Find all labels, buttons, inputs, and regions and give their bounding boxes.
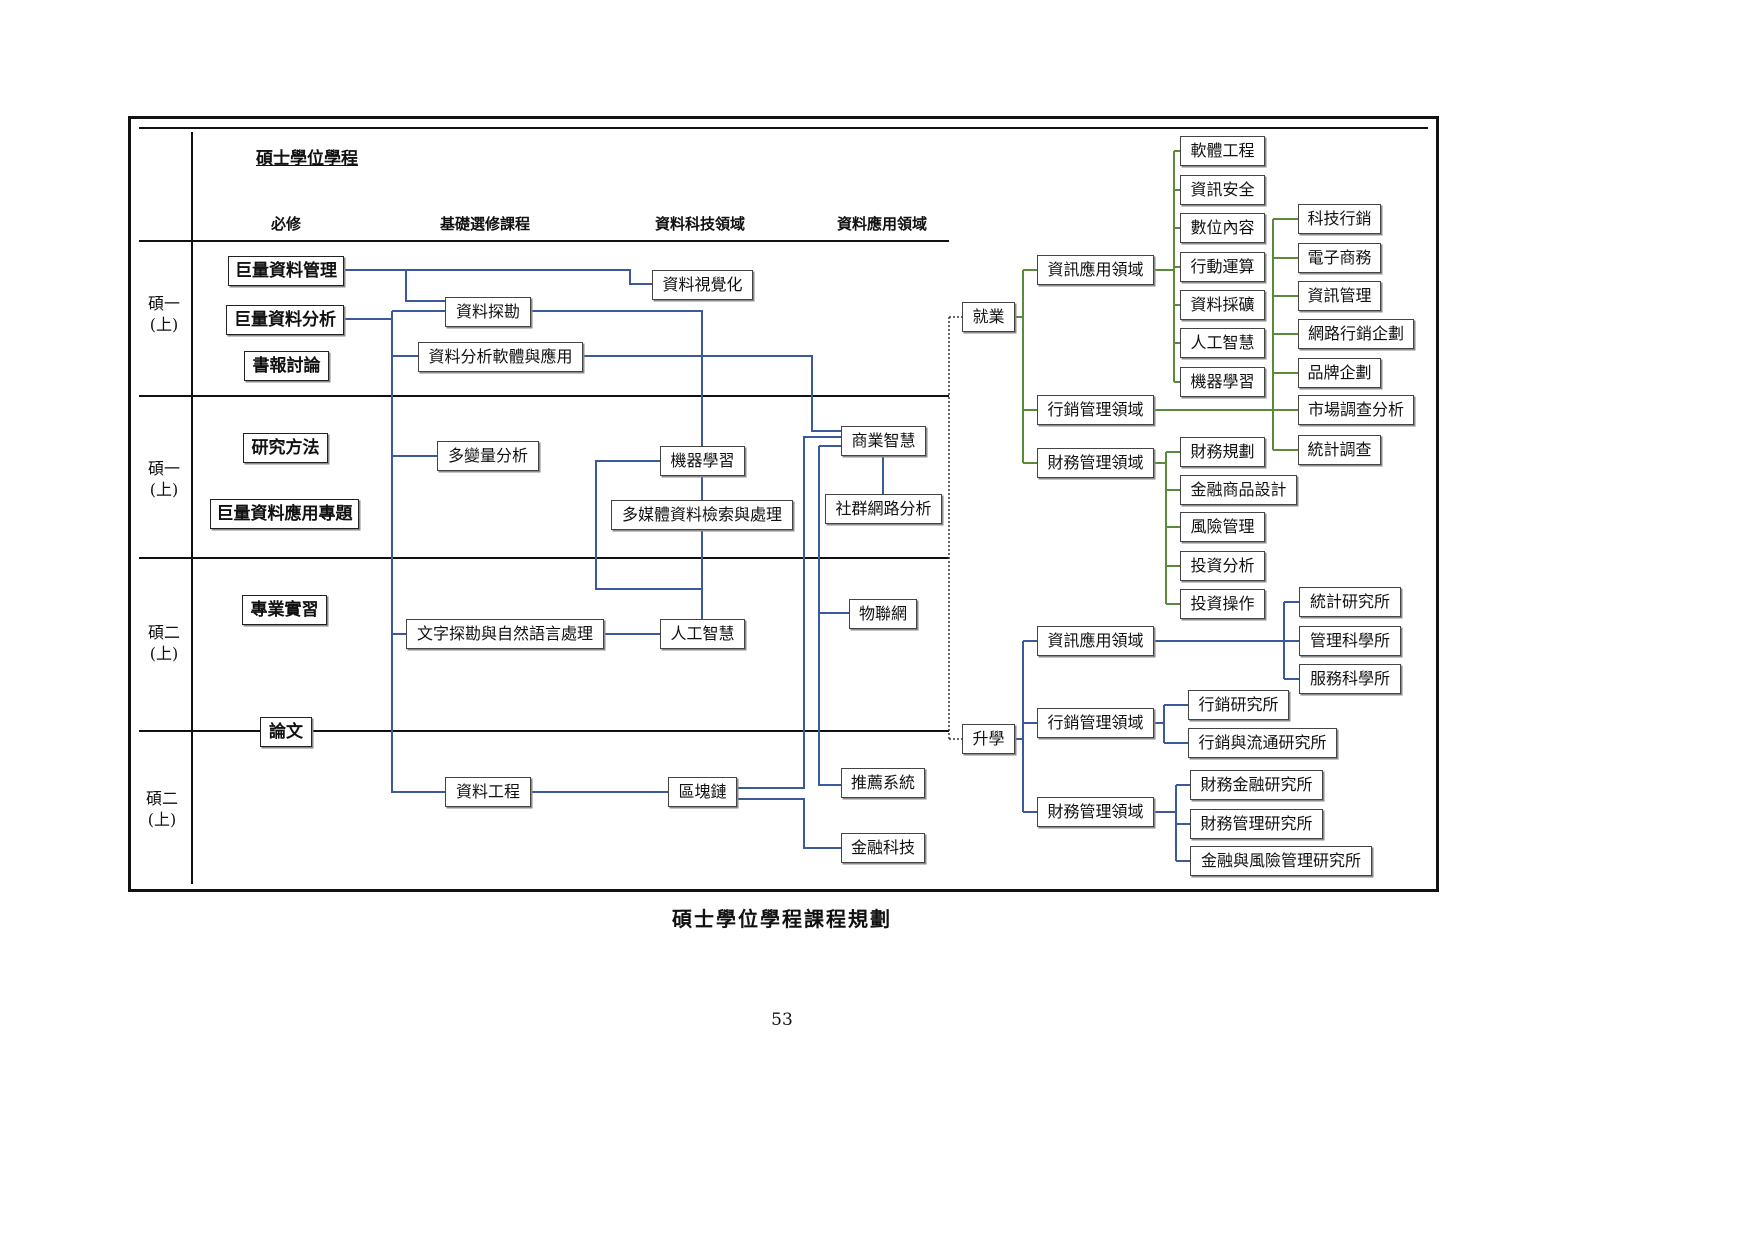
course-data-mining: 資料探勘: [445, 297, 531, 327]
school-item: 行銷研究所: [1188, 690, 1289, 720]
course-fintech: 金融科技: [841, 833, 925, 863]
job-item: 財務規劃: [1180, 437, 1265, 467]
job-item: 品牌企劃: [1298, 358, 1381, 388]
course-business-intelligence: 商業智慧: [841, 426, 926, 456]
year-label: 碩一(上): [147, 294, 180, 334]
course-multivariate-analysis: 多變量分析: [437, 441, 539, 471]
course-big-data-project: 巨量資料應用專題: [210, 499, 359, 529]
year-label: 碩一(上): [147, 459, 180, 499]
job-item: 投資操作: [1180, 589, 1265, 619]
school-item: 財務金融研究所: [1190, 770, 1323, 800]
study-domain-marketing: 行銷管理領域: [1037, 708, 1154, 738]
figure-caption: 碩士學位學程課程規劃: [672, 907, 892, 931]
job-item: 投資分析: [1180, 551, 1265, 581]
header-required: 必修: [271, 215, 302, 233]
diagram-frame: [128, 116, 1439, 892]
course-seminar: 書報討論: [244, 351, 329, 381]
course-data-visualization: 資料視覺化: [652, 270, 753, 300]
school-item: 管理科學所: [1299, 626, 1401, 656]
job-item: 資訊管理: [1298, 281, 1381, 311]
course-text-mining-nlp: 文字探勘與自然語言處理: [406, 619, 604, 649]
course-iot: 物聯網: [849, 599, 917, 629]
year-label: 碩二(上): [145, 789, 178, 829]
school-item: 金融與風險管理研究所: [1190, 846, 1372, 876]
header-basic-electives: 基礎選修課程: [440, 215, 531, 233]
job-item: 統計調查: [1298, 435, 1381, 465]
job-item: 人工智慧: [1180, 328, 1265, 358]
course-social-network-analysis: 社群網路分析: [825, 494, 942, 524]
course-artificial-intelligence: 人工智慧: [660, 619, 745, 649]
course-internship: 專業實習: [242, 595, 327, 625]
course-data-analysis-software: 資料分析軟體與應用: [418, 342, 583, 372]
job-item: 網路行銷企劃: [1298, 319, 1414, 349]
job-item: 風險管理: [1180, 512, 1265, 542]
course-thesis: 論文: [260, 717, 312, 747]
job-item: 資訊安全: [1180, 175, 1265, 205]
school-item: 行銷與流通研究所: [1188, 728, 1337, 758]
school-item: 統計研究所: [1299, 587, 1401, 617]
job-item: 科技行銷: [1298, 204, 1381, 234]
employment-domain-info-app: 資訊應用領域: [1037, 255, 1154, 285]
course-recommender-systems: 推薦系統: [841, 768, 925, 798]
header-data-tech: 資料科技領域: [655, 215, 746, 233]
career-employment: 就業: [962, 302, 1015, 332]
course-big-data-analytics: 巨量資料分析: [226, 305, 344, 335]
course-research-methods: 研究方法: [243, 433, 328, 463]
job-item: 金融商品設計: [1180, 475, 1297, 505]
course-big-data-management: 巨量資料管理: [228, 256, 344, 286]
employment-domain-marketing: 行銷管理領域: [1037, 395, 1154, 425]
page-number: 53: [771, 1010, 793, 1030]
course-machine-learning: 機器學習: [660, 446, 745, 476]
study-domain-finance: 財務管理領域: [1037, 797, 1154, 827]
job-item: 電子商務: [1298, 243, 1381, 273]
job-item: 市場調查分析: [1298, 395, 1414, 425]
study-domain-info-app: 資訊應用領域: [1037, 626, 1154, 656]
job-item: 資料採礦: [1180, 290, 1265, 320]
career-further-study: 升學: [962, 724, 1015, 754]
year-label: 碩二(上): [147, 623, 180, 663]
course-data-engineering: 資料工程: [445, 777, 531, 807]
job-item: 軟體工程: [1180, 136, 1265, 166]
employment-domain-finance: 財務管理領域: [1037, 448, 1154, 478]
school-item: 財務管理研究所: [1190, 809, 1323, 839]
course-multimedia-retrieval: 多媒體資料檢索與處理: [611, 500, 793, 530]
job-item: 數位內容: [1180, 213, 1265, 243]
program-title: 碩士學位學程: [256, 149, 358, 169]
course-blockchain: 區塊鏈: [668, 777, 737, 807]
job-item: 行動運算: [1180, 252, 1265, 282]
job-item: 機器學習: [1180, 367, 1265, 397]
header-data-app: 資料應用領域: [837, 215, 928, 233]
school-item: 服務科學所: [1299, 664, 1401, 694]
